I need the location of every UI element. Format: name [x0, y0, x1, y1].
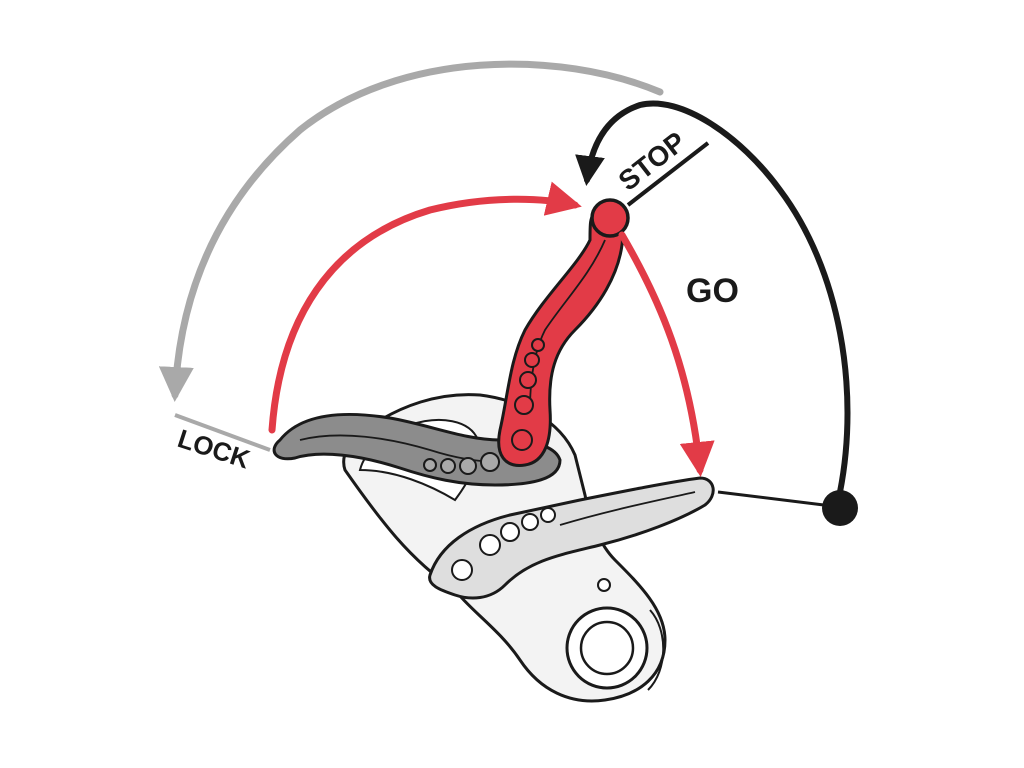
- lock-lever: [272, 413, 562, 487]
- stop-indicator-line: [626, 141, 710, 207]
- stop-arrow: [268, 181, 582, 434]
- red-handle: [497, 198, 630, 467]
- go-indicator-line: [717, 490, 841, 509]
- go-label: GO: [686, 272, 739, 310]
- return-arrow: [575, 100, 851, 495]
- go-arrow: [618, 231, 715, 477]
- lock-indicator-line: [174, 413, 271, 452]
- handle-pivot: [590, 198, 630, 238]
- pivot-dot: [822, 490, 858, 526]
- rivet-icon: [597, 578, 611, 592]
- lock-arrow: [158, 60, 664, 402]
- cam-plate: [428, 476, 715, 600]
